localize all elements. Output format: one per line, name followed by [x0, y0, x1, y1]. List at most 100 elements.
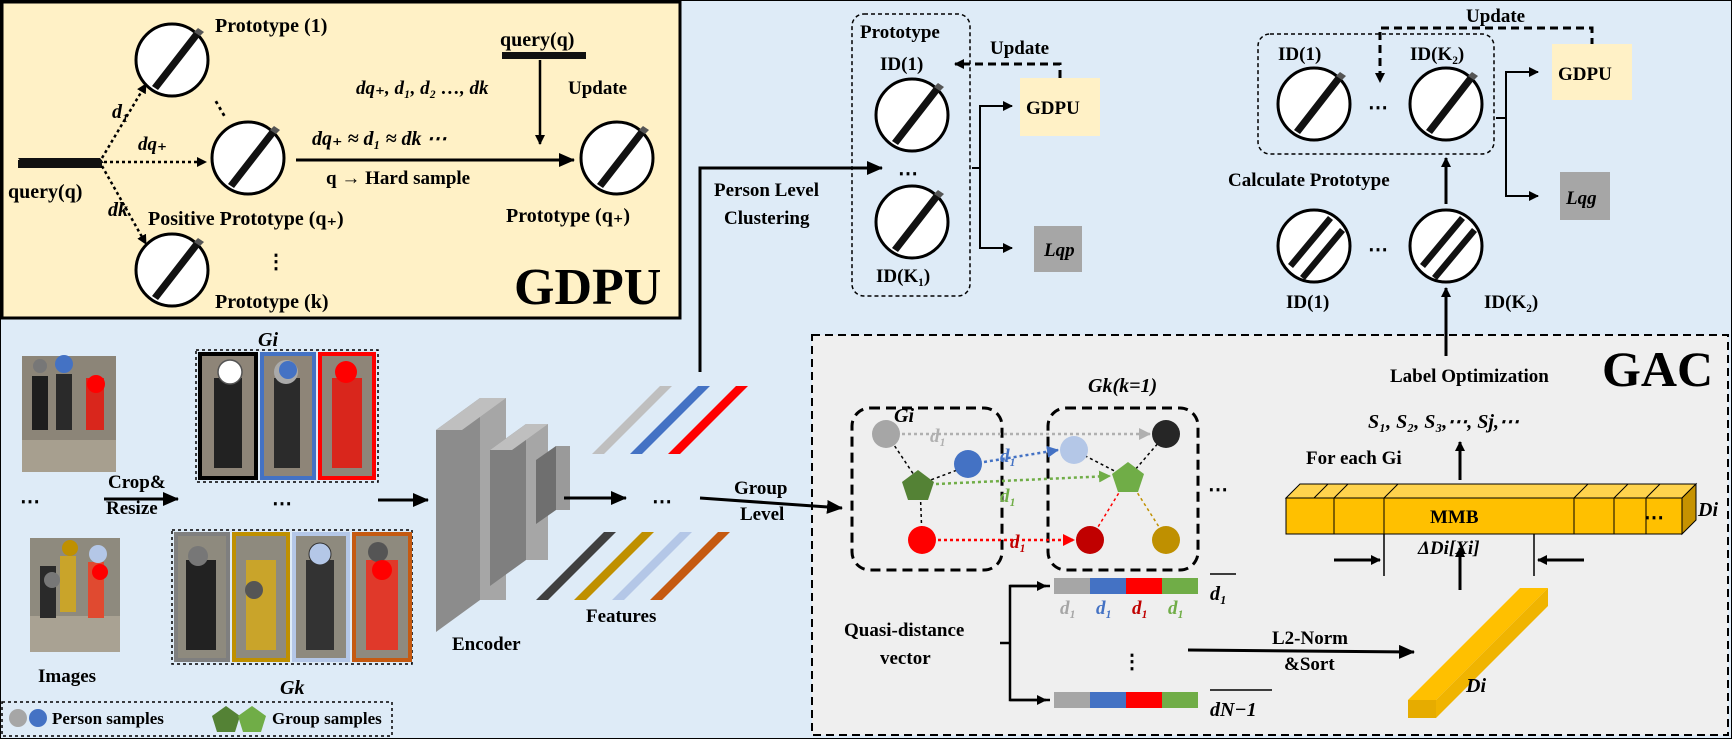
group-gdpu-label: GDPU: [1558, 64, 1612, 85]
legend-light-pentagon: [238, 706, 266, 732]
vec-d1-green: d₁: [1168, 598, 1184, 619]
prototype-q-plus-icon: [579, 120, 655, 196]
l2-label-1: L2-Norm: [1272, 628, 1348, 649]
node-gold: [1152, 526, 1180, 554]
images-label: Images: [38, 666, 96, 687]
person-prototype-k-icon: [874, 184, 950, 260]
person-level-clustering-2: Clustering: [724, 208, 810, 229]
gac-panel: [811, 334, 1729, 736]
query-top-bar-icon: [502, 52, 586, 59]
node-group-light: [1112, 462, 1144, 492]
prototype-k-label: Prototype (k): [215, 291, 329, 313]
group-loss-label: Lqg: [1565, 188, 1597, 209]
person-update-arrow: [954, 59, 1062, 78]
encoder-label: Encoder: [452, 634, 521, 655]
gi-label: Gi: [258, 329, 278, 351]
prototype-k-icon: [134, 232, 210, 308]
gi-graph-box: [850, 406, 1004, 572]
id1-label: ID(1): [880, 54, 923, 75]
to-loss-arrow: [979, 168, 1013, 253]
l2-label-2: &Sort: [1284, 654, 1335, 675]
dk-label: dk: [108, 199, 128, 221]
group-level-label-2: Level: [740, 504, 784, 525]
vec-d1-grey: d₁: [1060, 598, 1076, 619]
person-gdpu-label: GDPU: [1026, 98, 1080, 119]
d1-green: d₁: [1000, 486, 1016, 507]
l2-arrow: [1187, 644, 1415, 659]
legend-grey-dot: [9, 709, 27, 727]
person-level-arrow: [698, 161, 883, 372]
gac-gk-label: Gk(k=1): [1088, 375, 1157, 397]
arrow-d1: [100, 83, 148, 159]
di-bar: [1408, 588, 1548, 718]
person-update-label: Update: [990, 38, 1049, 59]
group-idk2-top: ID(K₂): [1410, 44, 1464, 65]
quasi-label-1: Quasi-distance: [844, 620, 964, 641]
gdpu-update-label: Update: [568, 78, 627, 99]
group-prototype-section: ID(1) ID(K₂) ⋯ Update GDPU Lqg Calculate…: [1228, 6, 1632, 356]
mmb-label: MMB: [1430, 507, 1479, 528]
person-gdpu-box: [1020, 78, 1100, 136]
group-loss-box: [1560, 172, 1610, 220]
node-grey: [872, 420, 900, 448]
gac-title: GAC: [1602, 341, 1713, 397]
prototype-1-icon: [134, 22, 210, 98]
graph-dots: ⋯: [1208, 479, 1228, 501]
legend-group-label: Group samples: [272, 709, 382, 728]
di-bar-label: Di: [1465, 675, 1486, 697]
d1-blue: d₁: [1000, 446, 1016, 467]
gk-crops: [174, 532, 412, 662]
arrow-dk: [100, 165, 148, 245]
vec-d1-blue: d₁: [1096, 598, 1112, 619]
gk-label: Gk: [280, 677, 304, 699]
d1-tilde-label: d₁: [1210, 583, 1227, 605]
legend-person-label: Person samples: [52, 709, 164, 728]
group-prototype-1-icon: [1276, 66, 1352, 142]
vertical-dots-2: ⋮: [266, 251, 286, 273]
dq-label: dq₊: [138, 134, 167, 155]
features-bottom: [536, 532, 730, 600]
query-top-label: query(q): [500, 29, 574, 51]
group-id1-top: ID(1): [1278, 44, 1321, 65]
group-prototype-box: [1257, 33, 1495, 155]
node-dark-red: [1076, 526, 1104, 554]
person-dots: ⋯: [898, 163, 918, 185]
gdpu-title: GDPU: [514, 259, 661, 316]
group-pair-dots: ⋯: [1368, 239, 1388, 261]
calc-proto-label: Calculate Prototype: [1228, 170, 1390, 191]
scene-image-1: [22, 355, 116, 472]
features-top: [592, 386, 748, 454]
group-gdpu-box: [1552, 44, 1632, 100]
person-level-clustering-1: Person Level: [714, 180, 819, 201]
group-to-loss-arrow: [1505, 118, 1539, 201]
gac-section: GAC Label Optimization S₁, S₂, S₃,⋯, Sj,…: [844, 341, 1718, 721]
quasi-vector-1: [1054, 578, 1198, 594]
gi-crop-group: [195, 349, 379, 483]
gi-crops: [198, 352, 376, 480]
node-black: [1152, 420, 1180, 448]
mmb-di-label: Di: [1697, 499, 1718, 521]
group-pair-1-icon: [1276, 208, 1352, 284]
gdpu-section: query(q) Prototype (1) ⋮ Positive Protot…: [8, 15, 661, 316]
pipeline-section: ⋯ Images Crop& Resize Gi: [20, 329, 843, 699]
prototype-1-label: Prototype (1): [215, 15, 327, 37]
d1-grey: d₁: [930, 426, 946, 447]
d1-label: d₁: [112, 101, 129, 123]
blue-distance-arrow: [983, 445, 1059, 464]
crop-label-1: Crop&: [108, 472, 166, 493]
crop-label-2: Resize: [106, 498, 158, 519]
group-update-arrow: [1375, 26, 1594, 83]
person-prototype-1-icon: [874, 77, 950, 153]
group-level-label-1: Group: [734, 478, 788, 499]
image-dots: ⋯: [20, 491, 40, 513]
mmb-dots: ⋯: [1644, 507, 1664, 529]
quasi-vector-n: [1054, 692, 1198, 708]
gac-gi-label: Gi: [894, 405, 914, 427]
crop-dots: ⋯: [272, 493, 292, 515]
group-prototype-k-icon: [1408, 66, 1484, 142]
group-proto-dots: ⋯: [1368, 97, 1388, 119]
vector-vdots: ⋮: [1122, 651, 1142, 673]
group-id1-bottom: ID(1): [1286, 292, 1329, 313]
